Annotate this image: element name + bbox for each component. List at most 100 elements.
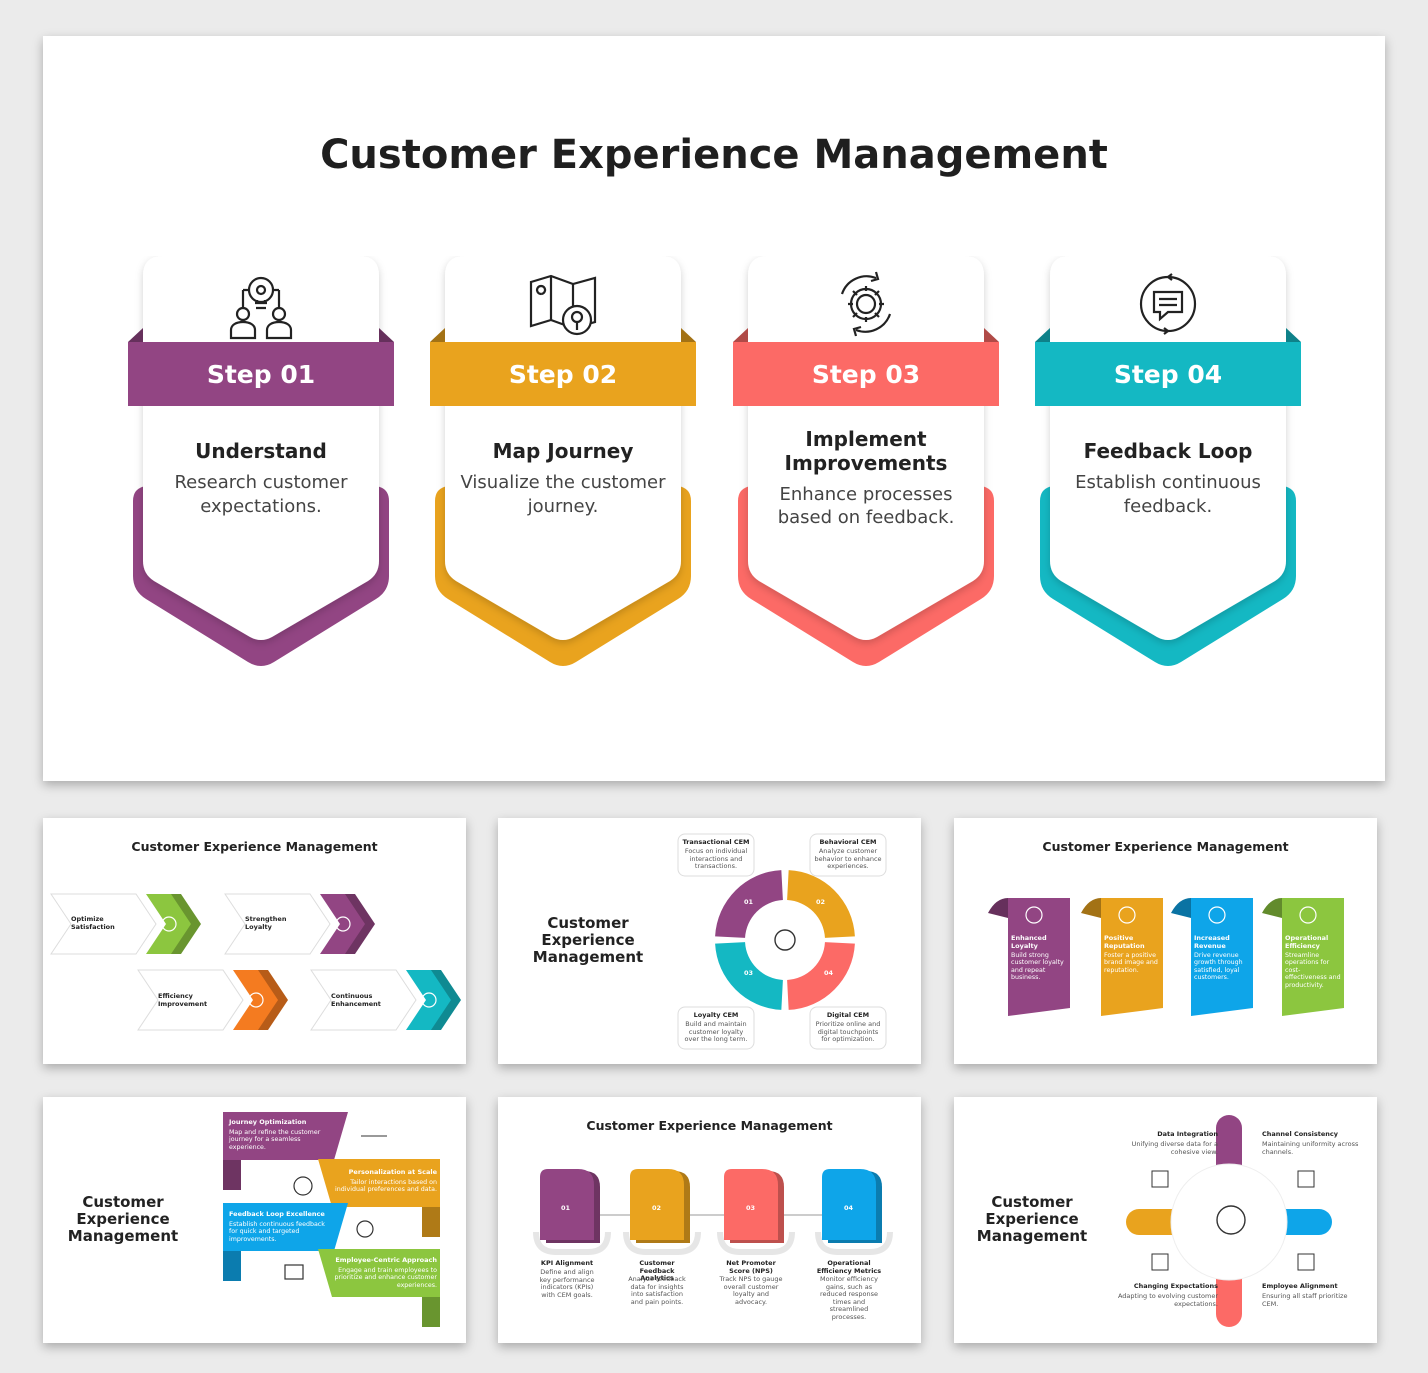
banner-icon bbox=[1118, 906, 1136, 924]
side-title: Customer Experience Management bbox=[976, 1193, 1088, 1245]
small-icon bbox=[1151, 1253, 1169, 1271]
side-title: Customer Experience Management bbox=[67, 1193, 179, 1245]
arch-num: 02 bbox=[652, 1204, 662, 1212]
step-band bbox=[1035, 342, 1301, 406]
chevron-front bbox=[320, 894, 365, 954]
arch-body bbox=[540, 1169, 594, 1240]
band-fold bbox=[128, 328, 143, 342]
step-desc: Visualize the customer journey. bbox=[460, 472, 666, 517]
thumb-slide-5: Customer Experience Management 01 02 03 … bbox=[498, 1097, 921, 1343]
step-card: Step 02 Map Journey Visualize the custom… bbox=[430, 256, 696, 671]
banner-curl bbox=[1171, 898, 1191, 918]
banner-icon bbox=[1299, 906, 1317, 924]
map-journey-icon bbox=[529, 274, 597, 336]
banner-curl bbox=[1262, 898, 1282, 918]
arch-base bbox=[717, 1231, 795, 1255]
step-title: Implement Improvements bbox=[784, 427, 948, 475]
ribbon-title: Journey Optimization bbox=[229, 1118, 307, 1126]
chevron-white bbox=[50, 893, 157, 955]
chevron-label: Optimize Satisfaction bbox=[71, 915, 115, 931]
ring-item-desc: Build and maintain customer loyalty over… bbox=[684, 1020, 748, 1043]
ribbon-title: Personalization at Scale bbox=[348, 1168, 437, 1176]
cross-center bbox=[1170, 1163, 1288, 1281]
ribbon-tail bbox=[422, 1297, 440, 1327]
chat-feedback-icon bbox=[1139, 273, 1197, 335]
small-icon bbox=[1151, 1170, 1169, 1188]
ribbon-tail bbox=[223, 1160, 241, 1190]
step-label: Step 02 bbox=[508, 360, 618, 389]
banner-icon bbox=[1025, 906, 1043, 924]
banner-desc: Build strong customer loyalty and repeat… bbox=[1011, 952, 1064, 982]
ring-item-title: Loyalty CEM bbox=[693, 1011, 739, 1019]
thumb-slide-3: Customer Experience Management Enhanced … bbox=[954, 818, 1377, 1064]
step-label: Step 04 bbox=[1113, 360, 1223, 389]
chevron-label: Efficiency Improvement bbox=[158, 992, 208, 1008]
banner-title: Enhanced Loyalty bbox=[1011, 934, 1047, 950]
ribbon-tail bbox=[422, 1207, 440, 1237]
banner-body bbox=[1101, 898, 1163, 1016]
chevron-label: Continuous Enhancement bbox=[331, 992, 381, 1008]
step-label: Step 01 bbox=[206, 360, 316, 389]
step-shape bbox=[1035, 256, 1301, 666]
cross-diagram bbox=[1126, 1115, 1332, 1327]
cycle-icon bbox=[356, 1220, 374, 1238]
arch-body bbox=[724, 1169, 778, 1240]
arch-desc: Track NPS to gauge overall customer loya… bbox=[719, 1275, 783, 1306]
ribbon-tail bbox=[223, 1251, 241, 1281]
band-fold bbox=[1035, 328, 1050, 342]
banner-curl bbox=[1081, 898, 1101, 918]
banner-icon bbox=[1208, 906, 1226, 924]
arch-desc: Define and align key performance indicat… bbox=[539, 1268, 595, 1299]
ribbon-desc: Establish continuous feedback for quick … bbox=[229, 1221, 325, 1243]
banner-body bbox=[1008, 898, 1070, 1016]
band-fold bbox=[681, 328, 696, 342]
arch-num: 01 bbox=[561, 1204, 571, 1212]
arch-body bbox=[630, 1169, 684, 1240]
banner-desc: Drive revenue growth through satisfied, … bbox=[1194, 952, 1243, 982]
ribbon-body bbox=[318, 1249, 440, 1297]
ribbon-desc: Engage and train employees to prioritize… bbox=[334, 1267, 437, 1289]
ring-segment bbox=[715, 942, 783, 1010]
thumb-title: Customer Experience Management bbox=[131, 839, 378, 854]
arch-base bbox=[815, 1231, 893, 1255]
person-icon bbox=[293, 1176, 313, 1196]
banner-diagram bbox=[988, 898, 1344, 1016]
thumb-slide-1: Customer Experience Management Optimize … bbox=[43, 818, 466, 1064]
arch-diagram bbox=[533, 1169, 893, 1255]
arch-body bbox=[822, 1169, 876, 1240]
chevron-white bbox=[224, 893, 331, 955]
step-title: Map Journey bbox=[492, 439, 634, 463]
main-title: Customer Experience Management bbox=[320, 132, 1108, 178]
team-icon bbox=[284, 1264, 304, 1280]
thumb-slide-2: Customer Experience Management Transacti… bbox=[498, 818, 921, 1064]
arch-title: Net Promoter Score (NPS) bbox=[726, 1259, 776, 1275]
ribbon-title: Feedback Loop Excellence bbox=[229, 1210, 325, 1218]
thumb-slide-4: Customer Experience Management Journey O… bbox=[43, 1097, 466, 1343]
arch-desc: Analyze feedback data for insights into … bbox=[628, 1275, 686, 1306]
step-desc: Research customer expectations. bbox=[174, 472, 348, 517]
banner-curl bbox=[988, 898, 1008, 918]
step-shape bbox=[128, 256, 394, 666]
ribbon-desc: Map and refine the customer journey for … bbox=[229, 1129, 321, 1151]
cross-item-title: Channel Consistency bbox=[1262, 1130, 1339, 1138]
banner-title: Increased Revenue bbox=[1194, 934, 1230, 950]
ring-callout bbox=[677, 833, 755, 877]
gear-cycle-icon bbox=[840, 271, 892, 337]
cross-item-desc: Adapting to evolving customer expectatio… bbox=[1117, 1292, 1218, 1308]
ribbon-desc: Tailor interactions based on individual … bbox=[335, 1179, 437, 1194]
step-title: Understand bbox=[195, 439, 327, 463]
step-card: Step 04 Feedback Loop Establish continuo… bbox=[1035, 256, 1301, 671]
arch-base bbox=[623, 1231, 701, 1255]
cross-item-title: Changing Expectations bbox=[1133, 1282, 1218, 1290]
banner-desc: Streamline operations for cost-effective… bbox=[1285, 952, 1341, 989]
chevron-white bbox=[310, 969, 417, 1031]
banner-title: Operational Efficiency bbox=[1285, 934, 1329, 950]
step-shape bbox=[733, 256, 999, 666]
arch-title: Customer Feedback Analytics bbox=[639, 1259, 675, 1282]
people-icon bbox=[1216, 1205, 1246, 1235]
chevron-icon bbox=[421, 992, 437, 1008]
ring-callout bbox=[677, 1006, 755, 1050]
ring-segment bbox=[787, 942, 855, 1010]
ribbon-diagram bbox=[223, 1112, 440, 1327]
ring-num: 03 bbox=[744, 969, 754, 977]
